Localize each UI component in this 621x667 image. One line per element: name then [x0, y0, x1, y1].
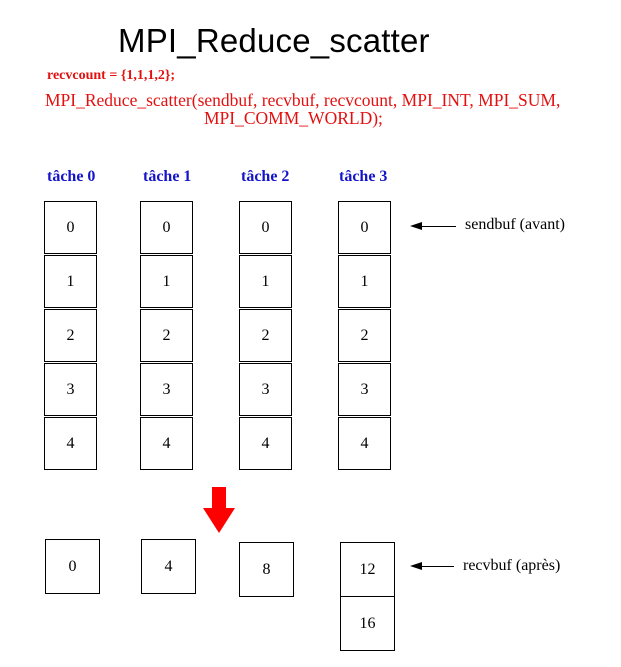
sendbuf-cell: 3 [140, 363, 193, 416]
sendbuf-cell: 2 [44, 309, 97, 362]
sendbuf-arrow-line [420, 226, 456, 227]
sendbuf-cell: 4 [140, 417, 193, 470]
sendbuf-cell: 1 [338, 255, 391, 308]
sendbuf-cell: 4 [239, 417, 292, 470]
sendbuf-cell: 2 [140, 309, 193, 362]
sendbuf-label: sendbuf (avant) [465, 216, 565, 233]
sendbuf-cell: 2 [338, 309, 391, 362]
sendbuf-cell: 1 [140, 255, 193, 308]
recvbuf-arrow-icon [410, 562, 422, 570]
recvcount-declaration: recvcount = {1,1,1,2}; [47, 68, 176, 83]
sendbuf-cell: 3 [44, 363, 97, 416]
task-header-3: tâche 3 [339, 168, 388, 185]
sendbuf-cell: 0 [44, 201, 97, 254]
sendbuf-cell: 0 [140, 201, 193, 254]
recvbuf-cell-task-2: 8 [239, 542, 294, 597]
sendbuf-arrow-icon [410, 222, 422, 230]
sendbuf-cell: 0 [338, 201, 391, 254]
sendbuf-cell: 3 [239, 363, 292, 416]
recvbuf-cell-task-0: 0 [45, 539, 100, 594]
task-header-1: tâche 1 [143, 168, 192, 185]
recvbuf-cell-task-3a: 12 [340, 542, 395, 597]
reduce-arrow-icon [203, 487, 235, 533]
recvbuf-arrow-line [420, 566, 454, 567]
task-header-2: tâche 2 [241, 168, 290, 185]
function-call-line-1: MPI_Reduce_scatter(sendbuf, recvbuf, rec… [45, 90, 561, 110]
recvbuf-cell-task-1: 4 [141, 539, 196, 594]
function-call-line-2: MPI_COMM_WORLD); [204, 108, 383, 128]
sendbuf-cell: 2 [239, 309, 292, 362]
recvbuf-cell-task-3b: 16 [340, 596, 395, 651]
sendbuf-cell: 4 [338, 417, 391, 470]
task-header-0: tâche 0 [47, 168, 96, 185]
diagram-title: MPI_Reduce_scatter [118, 22, 430, 59]
recvbuf-label: recvbuf (après) [463, 557, 561, 574]
sendbuf-cell: 1 [44, 255, 97, 308]
sendbuf-cell: 1 [239, 255, 292, 308]
sendbuf-cell: 4 [44, 417, 97, 470]
sendbuf-cell: 3 [338, 363, 391, 416]
sendbuf-cell: 0 [239, 201, 292, 254]
